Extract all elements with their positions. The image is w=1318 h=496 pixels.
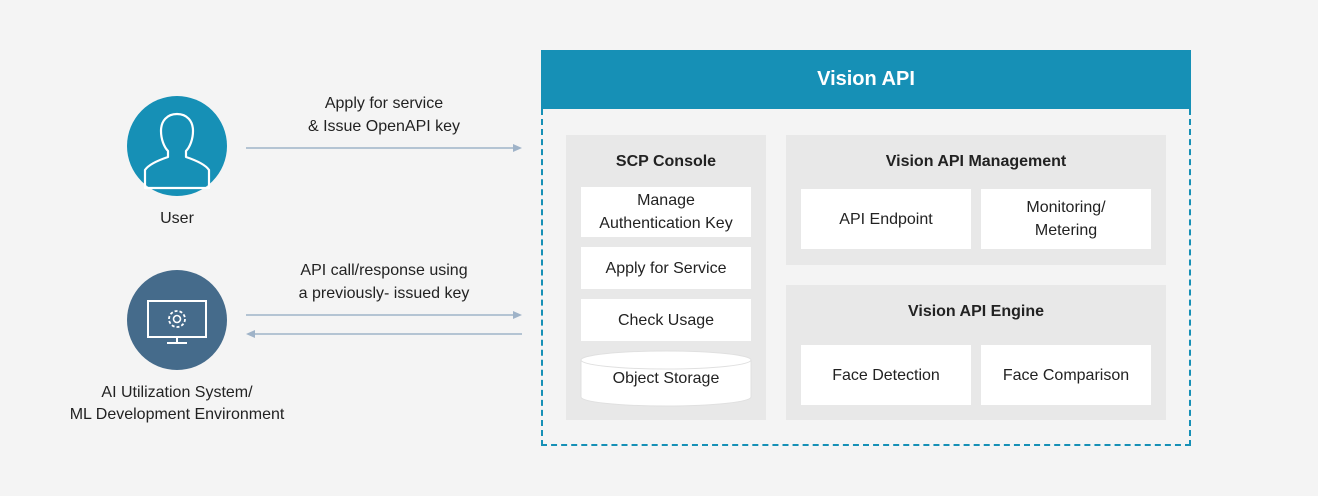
check-usage-box: Check Usage — [581, 299, 751, 341]
system-label-line2: ML Development Environment — [69, 406, 285, 423]
system-label: AI Utilization System/ ML Development En… — [40, 382, 314, 426]
manage-auth-key-line2: Authentication Key — [599, 215, 733, 232]
face-comparison-box: Face Comparison — [981, 345, 1151, 405]
vision-api-panel — [541, 109, 1191, 446]
manage-auth-key-line1: Manage — [637, 192, 695, 209]
monitoring-line2: Metering — [1034, 222, 1098, 239]
api-request-arrow — [246, 311, 522, 319]
apply-arrow — [246, 144, 522, 152]
api-call-arrow-label-line1: API call/response using — [300, 262, 468, 279]
vision-api-header: Vision API — [541, 50, 1191, 109]
system-label-line1: AI Utilization System/ — [101, 384, 253, 401]
management-title: Vision API Management — [885, 153, 1067, 170]
apply-for-service-label: Apply for Service — [605, 259, 727, 277]
monitor-gear-icon — [147, 300, 207, 344]
apply-arrow-label: Apply for service & Issue OpenAPI key — [254, 92, 514, 138]
object-storage-label: Object Storage — [612, 369, 720, 387]
system-avatar — [127, 270, 227, 370]
api-call-arrow-label-line2: a previously- issued key — [298, 285, 470, 302]
vision-api-title: Vision API — [817, 68, 915, 90]
apply-arrow-label-line1: Apply for service — [324, 95, 444, 112]
engine-title: Vision API Engine — [907, 303, 1045, 320]
user-label: User — [160, 210, 194, 227]
manage-auth-key-box: Manage Authentication Key — [581, 187, 751, 237]
face-detection-box: Face Detection — [801, 345, 971, 405]
monitoring-line1: Monitoring/ — [1026, 199, 1106, 216]
check-usage-label: Check Usage — [617, 311, 715, 329]
api-endpoint-box: API Endpoint — [801, 189, 971, 249]
api-call-arrow-label: API call/response using a previously- is… — [254, 259, 514, 305]
api-endpoint-label: API Endpoint — [839, 210, 933, 228]
user-avatar — [127, 96, 227, 196]
object-storage-cylinder-icon — [580, 350, 752, 407]
face-detection-label: Face Detection — [832, 366, 940, 384]
face-comparison-label: Face Comparison — [1002, 366, 1130, 384]
apply-for-service-box: Apply for Service — [581, 247, 751, 289]
scp-console-title: SCP Console — [615, 153, 717, 170]
monitoring-metering-box: Monitoring/ Metering — [981, 189, 1151, 249]
user-icon — [143, 112, 211, 190]
api-response-arrow — [246, 330, 522, 338]
apply-arrow-label-line2: & Issue OpenAPI key — [307, 118, 461, 135]
